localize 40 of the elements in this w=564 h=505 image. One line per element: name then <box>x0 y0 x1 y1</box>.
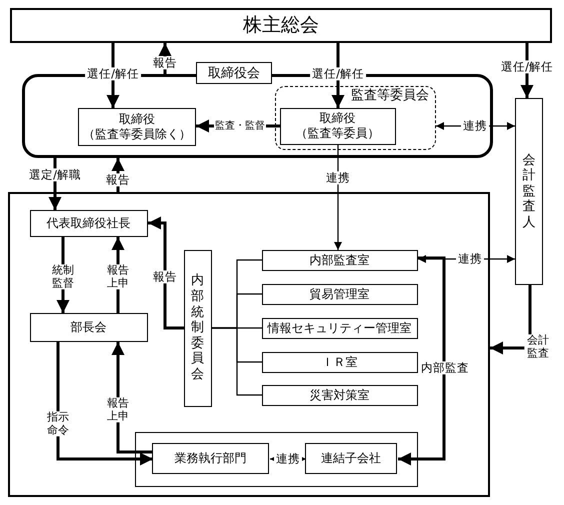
connector-line <box>212 327 262 396</box>
process-box: 情報セキュリティー管理室 <box>262 318 418 338</box>
committee-frame <box>275 86 436 150</box>
edge-label: 連携 <box>456 252 484 266</box>
arrow <box>56 342 153 466</box>
process-box: 代表取締役社長 <box>30 210 148 236</box>
edge-label: 内部監査 <box>419 361 471 375</box>
edge-label: 会計監査 <box>524 334 552 360</box>
arrow <box>148 216 184 330</box>
process-box: 災害対策室 <box>262 384 418 406</box>
process-box: 取締役（監査等委員除く） <box>78 108 196 146</box>
process-box: 貿易管理室 <box>262 284 418 304</box>
edge-label: 報告上申 <box>104 264 132 290</box>
edge-label: 報告上申 <box>104 397 132 423</box>
frame-heading: 監査等委員会 <box>351 88 429 104</box>
edge-label: 監査・監督 <box>214 120 266 132</box>
panel-heading: 取締役会 <box>196 62 272 84</box>
process-box: 業務執行部門 <box>152 443 269 474</box>
arrow <box>334 145 342 250</box>
edge-label: 報告 <box>104 173 132 187</box>
edge-label: 選任/解任 <box>499 60 555 74</box>
title-box: 株主総会 <box>10 8 552 43</box>
arrow <box>398 256 446 466</box>
edge-label: 連携 <box>324 171 352 185</box>
process-box: 連結子会社 <box>305 443 397 474</box>
vertical-box: 会計監査人 <box>515 98 543 285</box>
edge-label: 選任/解任 <box>310 67 366 81</box>
edge-label: 選定/解職 <box>27 168 83 182</box>
vertical-box: 内部統制委員会 <box>184 250 212 406</box>
group-frame <box>8 192 490 497</box>
edge-label: 指示命令 <box>44 411 72 437</box>
edge-label: 報告 <box>151 56 179 70</box>
group-frame <box>134 432 418 486</box>
process-box: 部長会 <box>30 312 148 342</box>
process-box: 内部監査室 <box>262 250 418 270</box>
edge-label: 選任/解任 <box>85 67 141 81</box>
process-box: 取締役（監査等委員） <box>280 108 396 144</box>
edge-label: 報告 <box>151 270 179 284</box>
process-box: ＩＲ室 <box>262 352 418 372</box>
edge-label: 連携 <box>461 119 489 133</box>
